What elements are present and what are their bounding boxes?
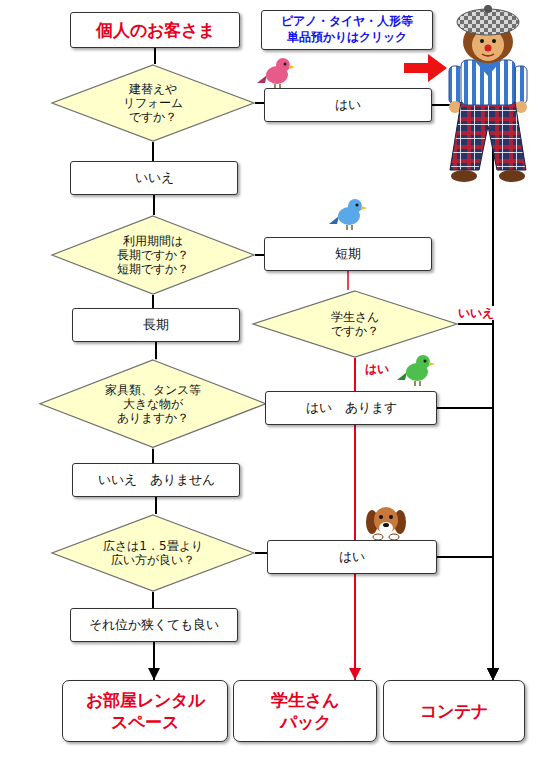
node-text: 学生さん ですか？ — [330, 310, 380, 338]
answer-box: はい — [264, 88, 432, 122]
result-box: 学生さん パック — [233, 680, 377, 742]
node-text: 建替えや リフォーム ですか？ — [122, 82, 184, 124]
node-text: いいえ ありません — [97, 472, 216, 488]
flow-connector — [154, 48, 156, 64]
flow-connector — [255, 254, 264, 256]
flow-connector — [458, 324, 493, 680]
node-text: はい あります — [305, 400, 398, 416]
node-text: お部屋レンタル スペース — [85, 689, 206, 733]
flow-connector — [152, 142, 154, 161]
decision-diamond: 建替えや リフォーム ですか？ — [51, 64, 255, 142]
answer-box: いいえ ありません — [72, 463, 240, 497]
flow-connector — [155, 497, 157, 514]
flow-connector — [152, 592, 154, 608]
dog-illustration — [366, 507, 406, 540]
result-box: コンテナ — [383, 680, 525, 742]
node-text: コンテナ — [419, 700, 489, 722]
flow-connector — [432, 105, 493, 680]
flow-connector — [437, 408, 493, 680]
node-text: 利用期間は 長期ですか？ 短期ですか？ — [116, 234, 190, 276]
flow-connector — [152, 295, 154, 308]
doll-illustration — [449, 5, 527, 182]
node-text: 広さは1．5畳より 広い方が良い？ — [102, 539, 204, 567]
pointer-arrow — [404, 54, 447, 82]
diamond-shape — [40, 360, 266, 447]
decision-diamond: 利用期間は 長期ですか？ 短期ですか？ — [51, 215, 255, 295]
node-text: 家具類、タンス等 大きな物が ありますか？ — [104, 383, 202, 425]
edge-label: いいえ — [456, 306, 496, 320]
answer-box: 短期 — [264, 237, 432, 271]
diamond-shape — [52, 515, 254, 591]
diamond-shape — [253, 291, 457, 357]
start-box: 個人のお客さま — [70, 12, 240, 48]
answer-box: いいえ — [70, 161, 238, 195]
flow-connector — [437, 557, 493, 680]
decision-diamond: 家具類、タンス等 大きな物が ありますか？ — [39, 359, 267, 448]
node-text: いいえ — [134, 170, 175, 186]
edge-label: はい — [363, 362, 391, 376]
pink-bird — [257, 58, 295, 89]
answer-box: はい あります — [265, 391, 437, 425]
flow-connector — [155, 342, 157, 359]
answer-box: それ位か狭くても良い — [70, 608, 238, 642]
decision-diamond: 学生さん ですか？ — [252, 290, 458, 358]
node-text: 短期 — [334, 246, 362, 262]
answer-box: はい — [267, 540, 437, 574]
diamond-shape — [52, 216, 254, 294]
decision-diamond: 広さは1．5畳より 広い方が良い？ — [51, 514, 255, 592]
green-bird — [397, 355, 435, 386]
node-text: はい — [338, 549, 366, 565]
diamond-shape — [52, 65, 254, 141]
result-box: お部屋レンタル スペース — [62, 680, 228, 742]
node-text: はい — [334, 97, 362, 113]
flow-connector — [347, 271, 349, 290]
flow-connector — [255, 102, 264, 104]
node-text: それ位か狭くても良い — [88, 617, 220, 633]
flow-connector — [153, 195, 155, 215]
node-text: 長期 — [142, 317, 170, 333]
node-text: 学生さん パック — [270, 689, 340, 733]
flow-connector — [153, 642, 155, 680]
node-text: ピアノ・タイヤ・人形等 単品預かりはクリック — [280, 14, 414, 45]
link-box: ピアノ・タイヤ・人形等 単品預かりはクリック — [261, 10, 433, 49]
blue-bird — [329, 199, 367, 230]
flow-connector — [152, 449, 154, 463]
node-text: 個人のお客さま — [95, 19, 216, 41]
answer-box: 長期 — [72, 308, 240, 342]
flow-connector — [255, 552, 267, 554]
